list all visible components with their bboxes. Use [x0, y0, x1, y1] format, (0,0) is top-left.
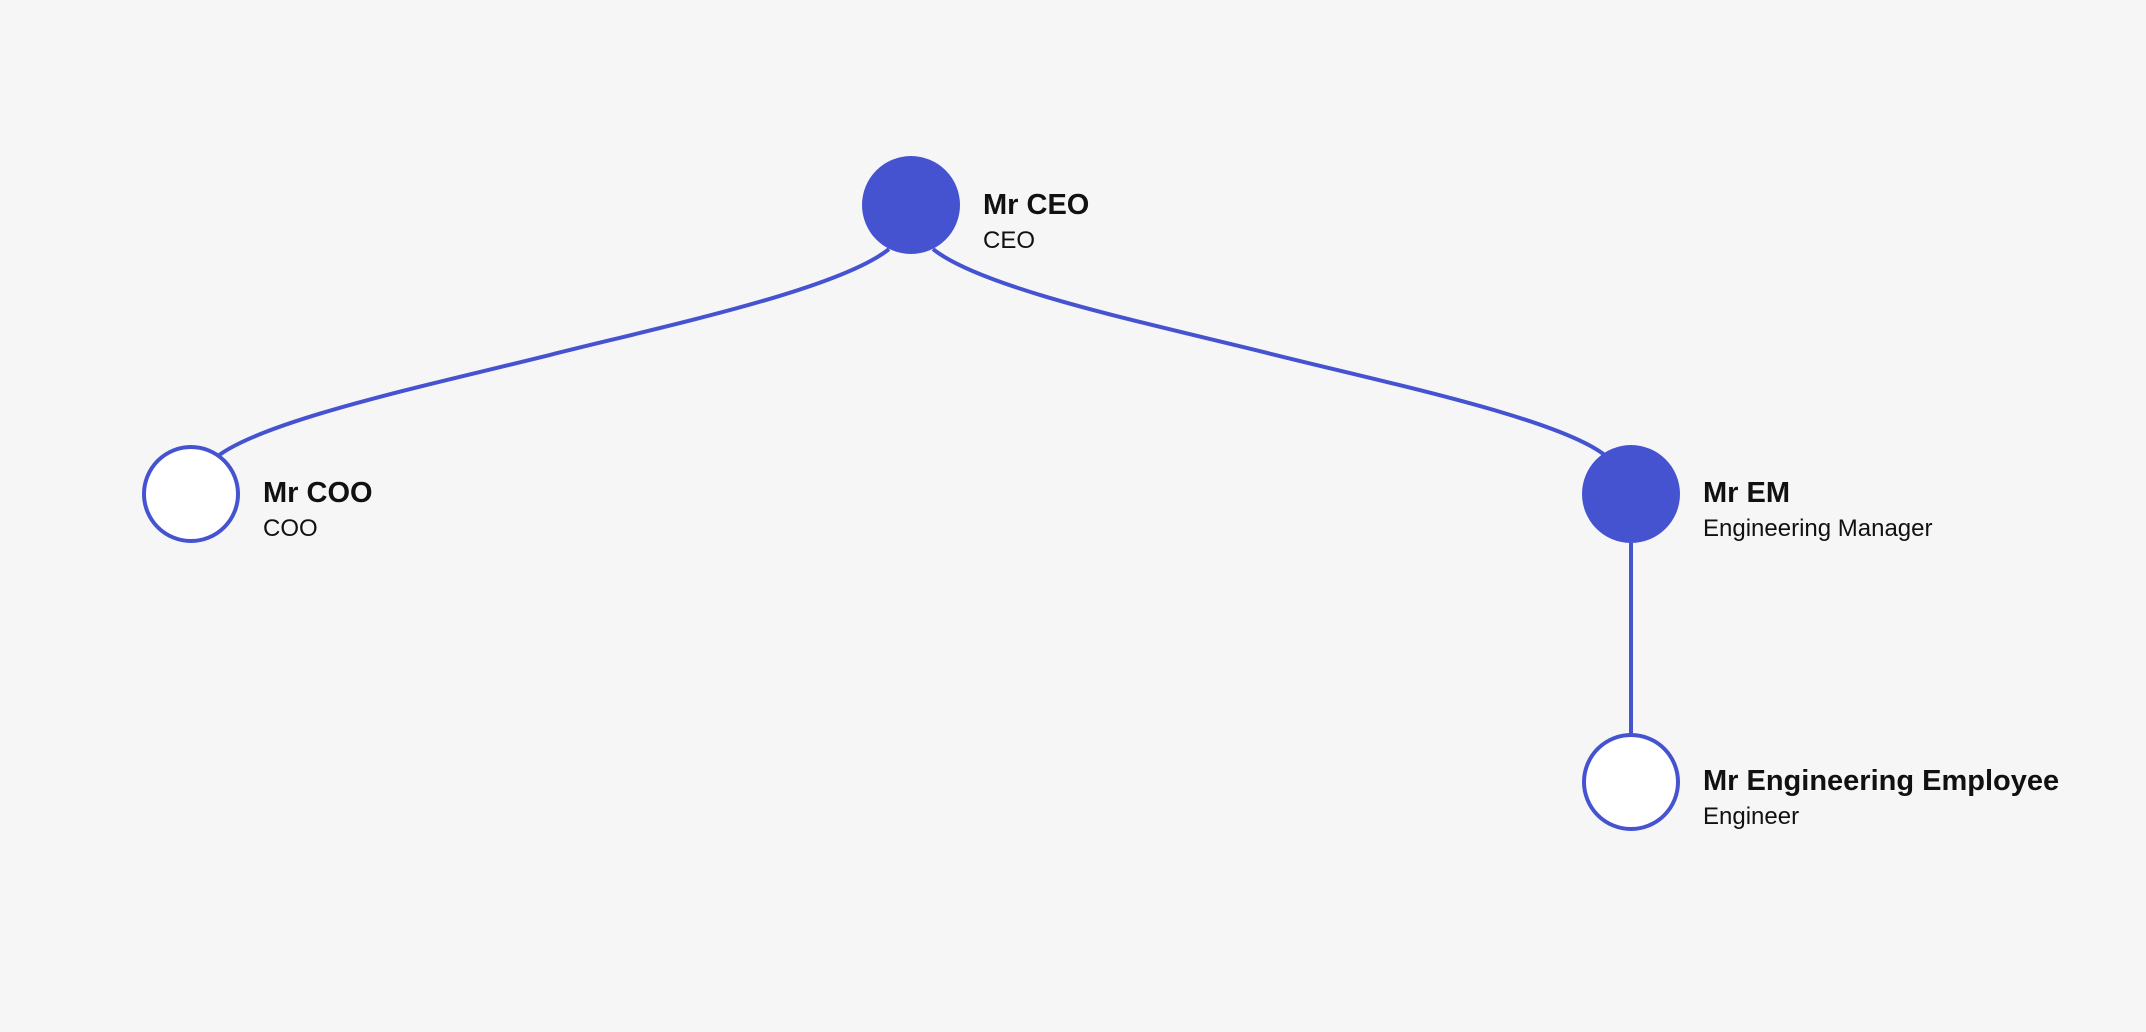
- node-coo-marker[interactable]: [142, 445, 240, 543]
- node-coo-name: Mr COO: [263, 477, 373, 509]
- connector-lines: [211, 247, 1633, 735]
- connector-ceo-coo: [211, 247, 891, 462]
- node-coo[interactable]: Mr COO COO: [142, 445, 373, 543]
- node-ceo-marker[interactable]: [862, 156, 960, 254]
- node-coo-title: COO: [263, 515, 318, 542]
- node-ceo-name: Mr CEO: [983, 189, 1089, 221]
- node-engineer[interactable]: Mr Engineering Employee Engineer: [1582, 733, 2059, 831]
- connector-ceo-em: [931, 247, 1611, 461]
- node-em-marker[interactable]: [1582, 445, 1680, 543]
- node-em-title: Engineering Manager: [1703, 515, 1933, 542]
- node-engineer-title: Engineer: [1703, 803, 1799, 830]
- node-engineer-marker[interactable]: [1582, 733, 1680, 831]
- node-ceo[interactable]: Mr CEO CEO: [862, 156, 1089, 254]
- node-em[interactable]: Mr EM Engineering Manager: [1582, 445, 1933, 543]
- node-em-name: Mr EM: [1703, 477, 1790, 509]
- node-engineer-name: Mr Engineering Employee: [1703, 765, 2059, 797]
- node-ceo-title: CEO: [983, 227, 1035, 254]
